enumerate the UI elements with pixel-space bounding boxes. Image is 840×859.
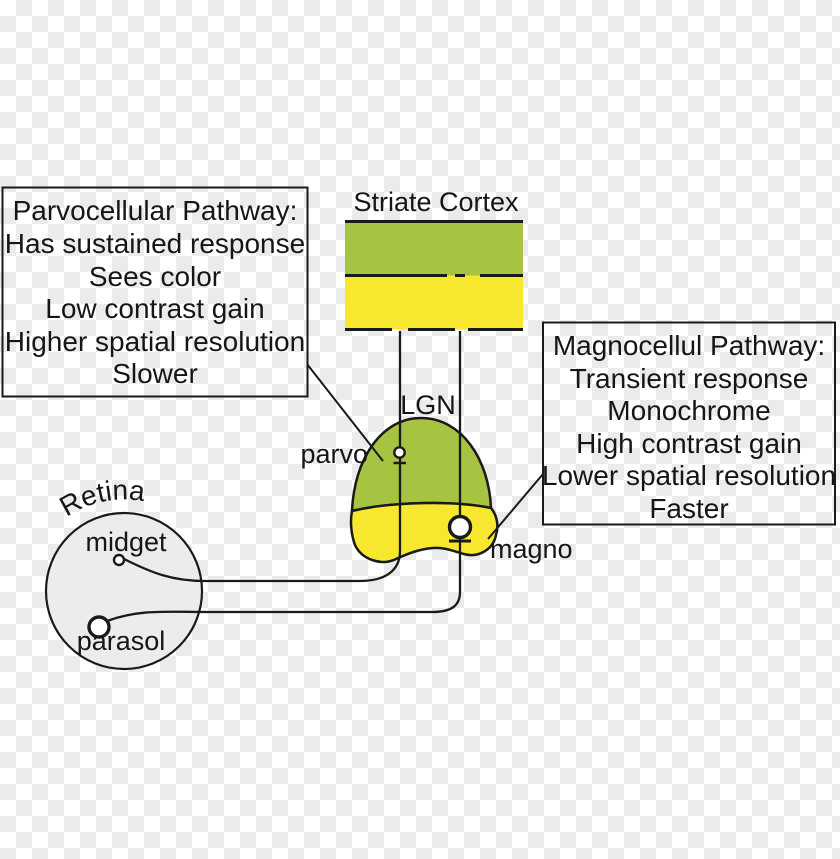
magno-box-title: Magnocellul Pathway: xyxy=(553,330,825,361)
parvo-pathway-line xyxy=(121,331,402,583)
magno-label: magno xyxy=(490,534,573,564)
striate-cortex-yellow-layer xyxy=(345,275,523,330)
parvo-box-line: Sees color xyxy=(89,261,221,292)
lgn-label: LGN xyxy=(400,390,456,420)
parvo-box-line: Low contrast gain xyxy=(45,293,264,324)
striate-cortex-label: Striate Cortex xyxy=(353,187,519,217)
magno-box-line: High contrast gain xyxy=(576,428,802,459)
magno-box xyxy=(542,321,836,526)
lgn-magno-region xyxy=(349,501,499,564)
parasol-label: parasol xyxy=(77,626,166,656)
magno-box-pointer-line xyxy=(487,473,544,540)
parvo-box-title: Parvocellular Pathway: xyxy=(13,195,298,226)
magno-cell-marker xyxy=(447,514,473,540)
parasol-cell-marker xyxy=(87,615,111,639)
parvo-box xyxy=(1,186,309,398)
retina-circle xyxy=(44,511,204,671)
striate-cortex-green-layer xyxy=(345,222,523,276)
parvo-box-pointer-line xyxy=(306,363,384,462)
magno-box-line: Faster xyxy=(649,493,728,524)
lgn-parvo-region xyxy=(350,416,493,513)
midget-label: midget xyxy=(85,527,167,557)
magno-pathway-line xyxy=(106,331,462,623)
parvo-box-line: Slower xyxy=(112,358,198,389)
midget-cell-marker xyxy=(112,553,126,567)
parvo-box-line: Has sustained response xyxy=(5,228,305,259)
parvo-box-line: Higher spatial resolution xyxy=(5,326,305,357)
parvo-cell-marker xyxy=(393,446,406,459)
magno-box-line: Lower spatial resolution xyxy=(542,460,836,491)
magno-box-line: Monochrome xyxy=(607,395,770,426)
magno-box-line: Transient response xyxy=(570,363,809,394)
parvo-label: parvo xyxy=(300,439,368,469)
